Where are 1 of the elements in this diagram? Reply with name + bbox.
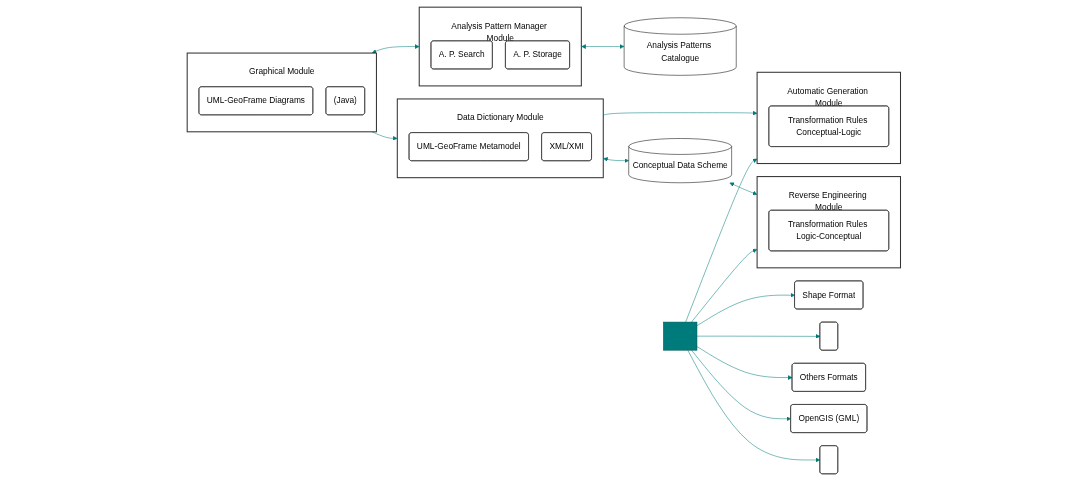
node-bar [663, 321, 698, 351]
